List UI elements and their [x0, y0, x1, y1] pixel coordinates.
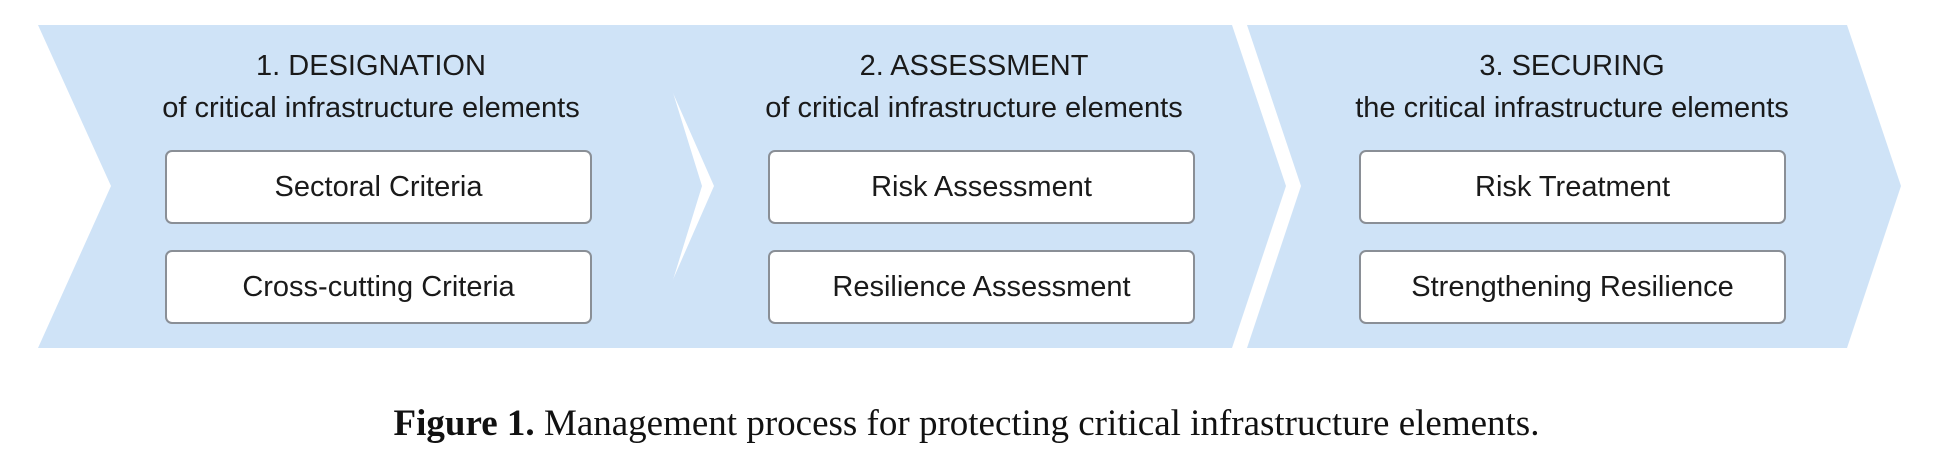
process-diagram: 1. DESIGNATION of critical infrastructur…	[38, 0, 1901, 400]
stage-title: 3. SECURING	[1479, 50, 1665, 82]
box-risk-assessment: Risk Assessment	[768, 150, 1195, 224]
stage-title: 2. ASSESSMENT	[859, 50, 1089, 82]
caption-label: Figure 1.	[393, 403, 535, 444]
stage-subtitle: of critical infrastructure elements	[162, 92, 580, 124]
stage-subtitle: of critical infrastructure elements	[765, 92, 1183, 124]
box-cross-cutting-criteria: Cross-cutting Criteria	[165, 250, 592, 324]
stage-designation: 1. DESIGNATION of critical infrastructur…	[111, 0, 631, 400]
stage-subtitle: the critical infrastructure elements	[1355, 92, 1789, 124]
stage-assessment: 2. ASSESSMENT of critical infrastructure…	[714, 0, 1234, 400]
box-strengthening-resilience: Strengthening Resilience	[1359, 250, 1786, 324]
box-sectoral-criteria: Sectoral Criteria	[165, 150, 592, 224]
stage-securing: 3. SECURING the critical infrastructure …	[1312, 0, 1832, 400]
caption-text: Management process for protecting critic…	[534, 403, 1540, 444]
stage-title: 1. DESIGNATION	[256, 50, 486, 82]
figure-caption: Figure 1. Management process for protect…	[0, 402, 1933, 446]
box-risk-treatment: Risk Treatment	[1359, 150, 1786, 224]
box-resilience-assessment: Resilience Assessment	[768, 250, 1195, 324]
